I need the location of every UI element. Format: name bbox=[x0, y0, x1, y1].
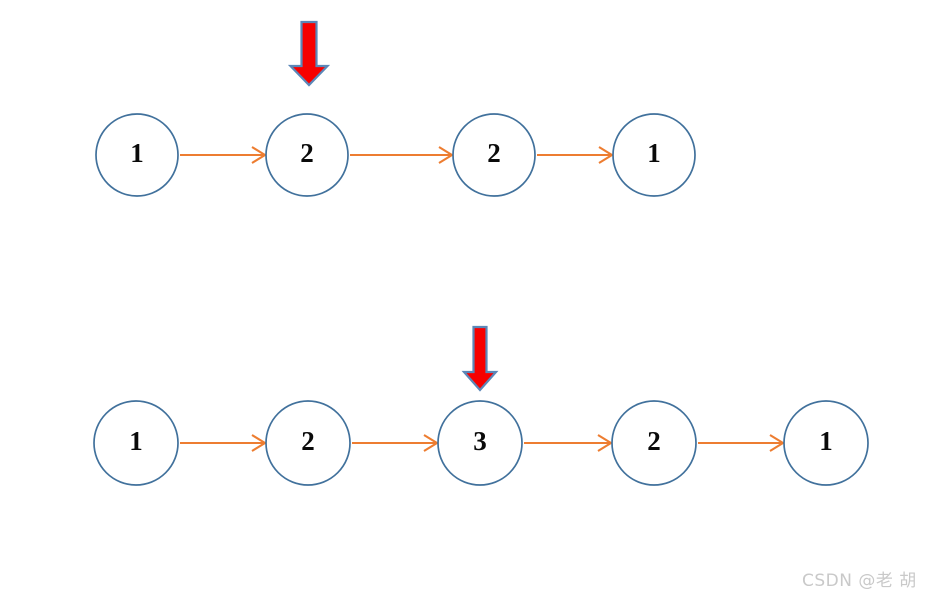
list-node[interactable]: 2 bbox=[452, 113, 536, 197]
link-arrowhead bbox=[597, 434, 614, 452]
node-circle[interactable] bbox=[783, 400, 869, 486]
link-arrow bbox=[537, 146, 615, 164]
node-circle[interactable] bbox=[611, 400, 697, 486]
node-circle[interactable] bbox=[265, 113, 349, 197]
link-arrows-layer bbox=[180, 146, 786, 452]
node-circle[interactable] bbox=[452, 113, 536, 197]
list-node[interactable]: 2 bbox=[265, 113, 349, 197]
node-label: 1 bbox=[129, 426, 143, 456]
list-node[interactable]: 2 bbox=[611, 400, 697, 486]
top-pointer-icon bbox=[287, 20, 331, 87]
node-label: 2 bbox=[300, 138, 314, 168]
link-arrow bbox=[180, 146, 268, 164]
node-circle[interactable] bbox=[95, 113, 179, 197]
pointer-arrows-layer bbox=[287, 20, 499, 392]
link-arrowhead bbox=[598, 146, 615, 164]
link-arrow bbox=[698, 434, 786, 452]
link-arrowhead bbox=[251, 146, 268, 164]
node-label: 3 bbox=[473, 426, 487, 456]
csdn-watermark: CSDN @老 胡 bbox=[802, 571, 917, 591]
link-arrowhead bbox=[769, 434, 786, 452]
node-circle[interactable] bbox=[265, 400, 351, 486]
node-circle[interactable] bbox=[93, 400, 179, 486]
bottom-pointer-icon bbox=[461, 325, 499, 392]
node-label: 2 bbox=[301, 426, 315, 456]
list-node[interactable]: 1 bbox=[95, 113, 179, 197]
list-nodes-layer: 1 2 2 1 1 2 3 2 1 bbox=[93, 113, 869, 486]
node-circle[interactable] bbox=[437, 400, 523, 486]
link-arrowhead bbox=[438, 146, 455, 164]
link-arrow bbox=[350, 146, 455, 164]
node-label: 1 bbox=[647, 138, 661, 168]
list-node[interactable]: 3 bbox=[437, 400, 523, 486]
node-circle[interactable] bbox=[612, 113, 696, 197]
link-arrow bbox=[352, 434, 440, 452]
node-label: 2 bbox=[647, 426, 661, 456]
list-node[interactable]: 1 bbox=[612, 113, 696, 197]
list-node[interactable]: 1 bbox=[93, 400, 179, 486]
list-node[interactable]: 2 bbox=[265, 400, 351, 486]
link-arrowhead bbox=[423, 434, 440, 452]
link-arrowhead bbox=[251, 434, 268, 452]
node-label: 2 bbox=[487, 138, 501, 168]
link-arrow bbox=[524, 434, 614, 452]
list-node[interactable]: 1 bbox=[783, 400, 869, 486]
node-label: 1 bbox=[819, 426, 833, 456]
link-arrow bbox=[180, 434, 268, 452]
node-label: 1 bbox=[130, 138, 144, 168]
